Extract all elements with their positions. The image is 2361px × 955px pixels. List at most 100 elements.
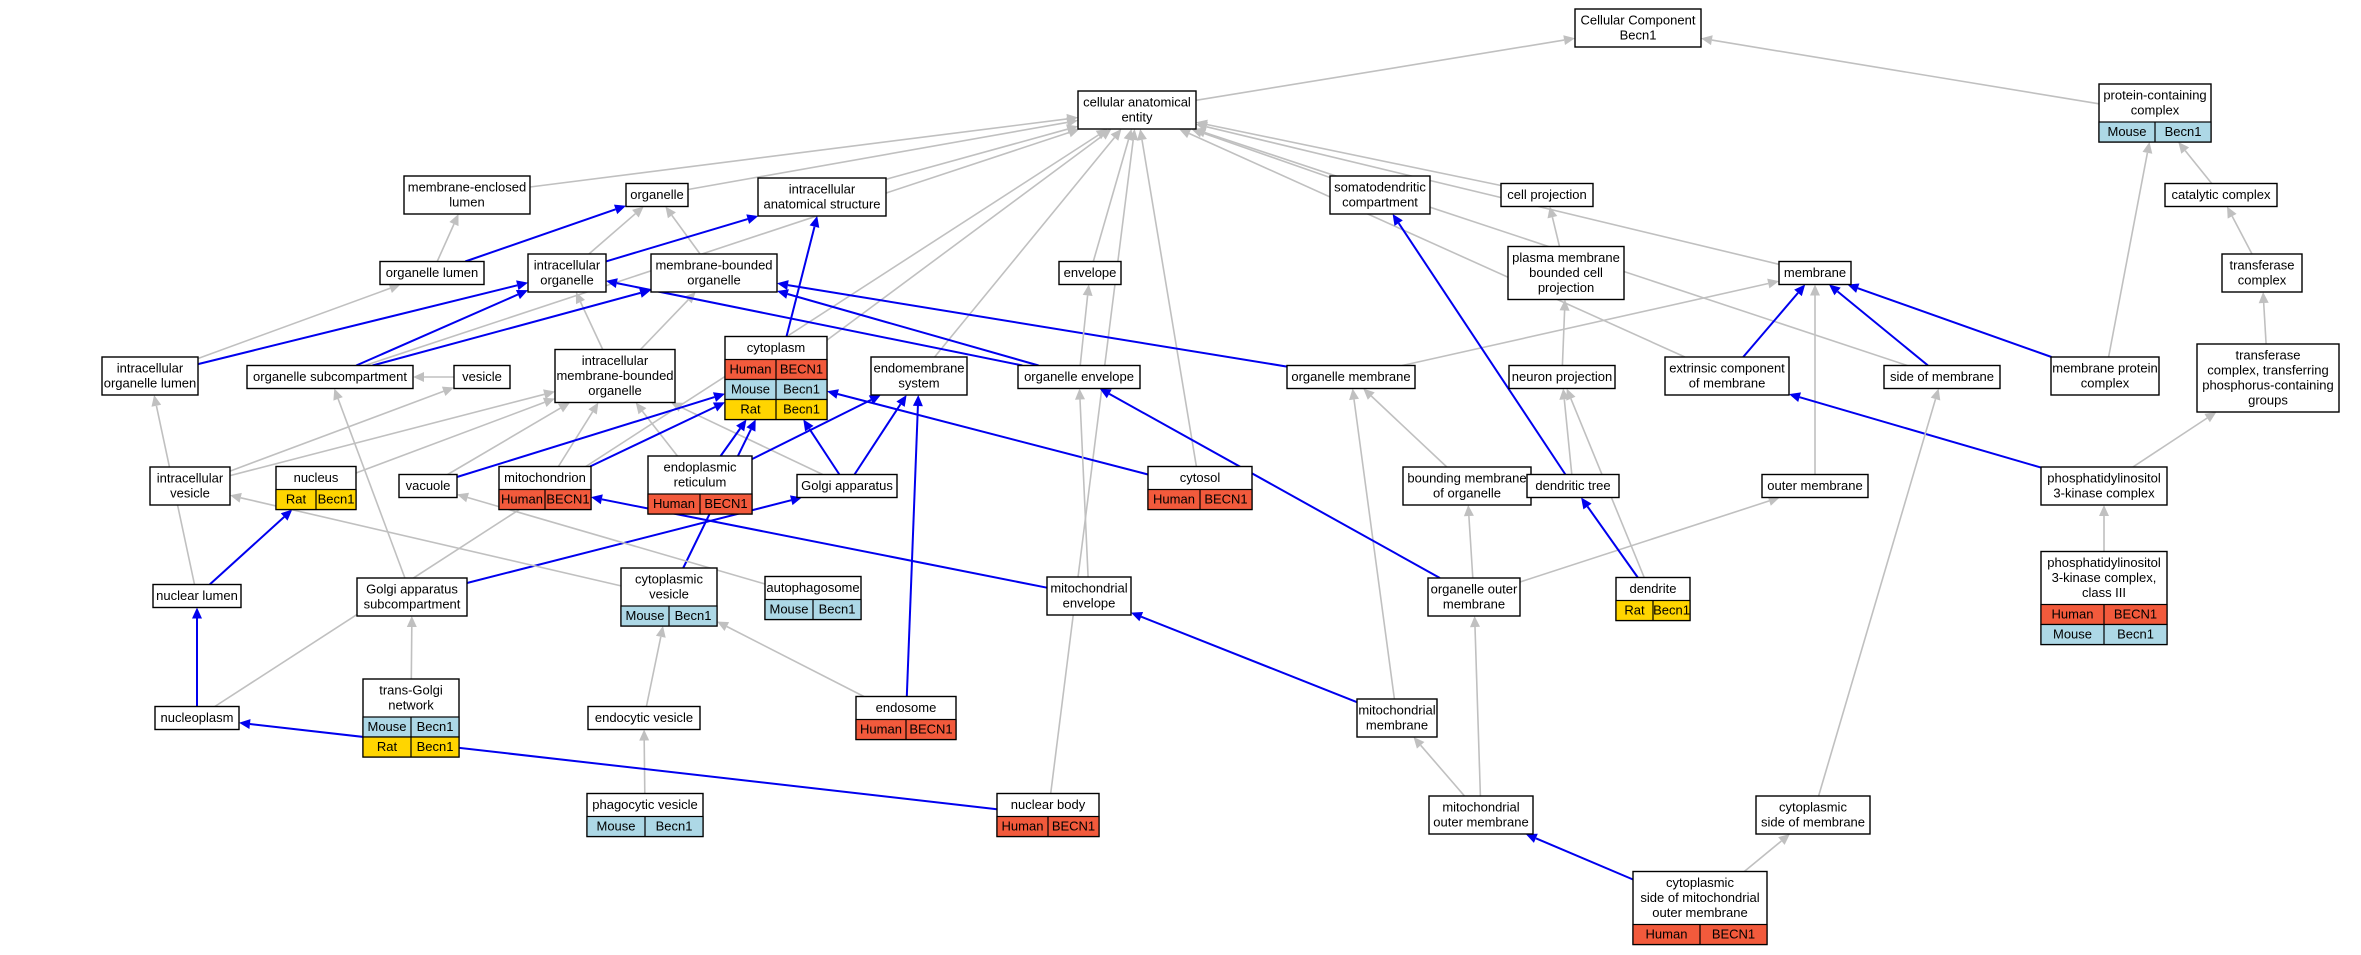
term-node-cproj[interactable]: cell projection [1500, 182, 1594, 208]
term-node-vac[interactable]: vacuole [398, 473, 458, 499]
arrow-head [1349, 388, 1359, 401]
edge-part_of-endo-to-ems [905, 395, 923, 697]
edge-is_a-mmem-to-omem [1349, 388, 1396, 700]
term-node-outm[interactable]: outer membrane [1761, 473, 1869, 499]
term-node-npl[interactable]: nucleoplasm [154, 705, 240, 731]
edge-is_a-cyto-to-cae [826, 129, 1112, 341]
arrow-head [1463, 505, 1474, 517]
term-label-line: nuclear body [1011, 797, 1086, 812]
term-node-ves[interactable]: vesicle [453, 364, 511, 390]
term-node-olum[interactable]: organelle lumen [379, 260, 485, 286]
term-box [527, 253, 607, 293]
term-node-omem[interactable]: organelle membrane [1286, 364, 1416, 390]
edge-is_a-endo-to-cves [717, 621, 865, 698]
term-label-line: organelle [687, 273, 741, 288]
arrow-head [516, 280, 528, 291]
term-label-line: envelope [1064, 265, 1117, 280]
edge-line [588, 213, 636, 255]
arrow-head [1137, 129, 1147, 141]
term-label-line: cytoplasmic [1666, 875, 1734, 890]
term-node-oenv[interactable]: organelle envelope [1017, 364, 1141, 390]
gene-symbol: Becn1 [783, 382, 820, 397]
term-node-catc[interactable]: catalytic complex [2164, 182, 2278, 208]
edge-is_a-catc-to-pcc [2178, 142, 2213, 185]
term-node-dtree[interactable]: dendritic tree [1526, 473, 1620, 499]
term-node-endv[interactable]: endocytic vesicle [587, 705, 701, 731]
term-label-line: class III [2082, 585, 2126, 600]
term-node-osub[interactable]: organelle subcompartment [246, 364, 414, 390]
species-name: Human [2052, 607, 2094, 622]
edge-part_of-ecm-to-mem [1742, 284, 1806, 358]
arrow-head [388, 283, 401, 293]
edge-line [885, 128, 1068, 181]
arrow-head [665, 206, 676, 219]
term-node-som[interactable]: side of membrane [1883, 364, 2001, 390]
term-node-env[interactable]: envelope [1058, 260, 1122, 286]
term-label-line: nucleus [294, 470, 339, 485]
edge-line [1092, 139, 1130, 262]
arrow-head [151, 395, 162, 407]
term-box [1058, 260, 1122, 286]
gene-symbol: BECN1 [1712, 927, 1755, 942]
arrow-head [1067, 127, 1080, 138]
edge-line [1799, 396, 2042, 469]
term-node-golgi[interactable]: Golgi apparatus [796, 473, 898, 499]
term-label-line: endomembrane [873, 361, 964, 376]
term-node-mem[interactable]: membrane [1778, 260, 1852, 286]
edge-line [1857, 287, 2052, 358]
term-node-org[interactable]: organelle [625, 182, 689, 208]
arrow-head [896, 395, 907, 407]
arrow-head [591, 494, 603, 505]
term-node-nproj[interactable]: neuron projection [1508, 364, 1616, 390]
term-node-nlum[interactable]: nuclear lumen [152, 583, 242, 609]
term-label-line: transferase [2235, 348, 2300, 363]
edge-line [589, 406, 716, 468]
edge-is_a-menv-to-oenv [1075, 388, 1089, 578]
edge-line [1195, 39, 1565, 102]
edge-line [1206, 123, 1502, 187]
term-box [2196, 343, 2340, 413]
term-label-line: membrane-enclosed [408, 180, 527, 195]
edge-part_of-oenv-to-mbo [777, 289, 1039, 367]
term-label-line: cellular anatomical [1083, 95, 1191, 110]
